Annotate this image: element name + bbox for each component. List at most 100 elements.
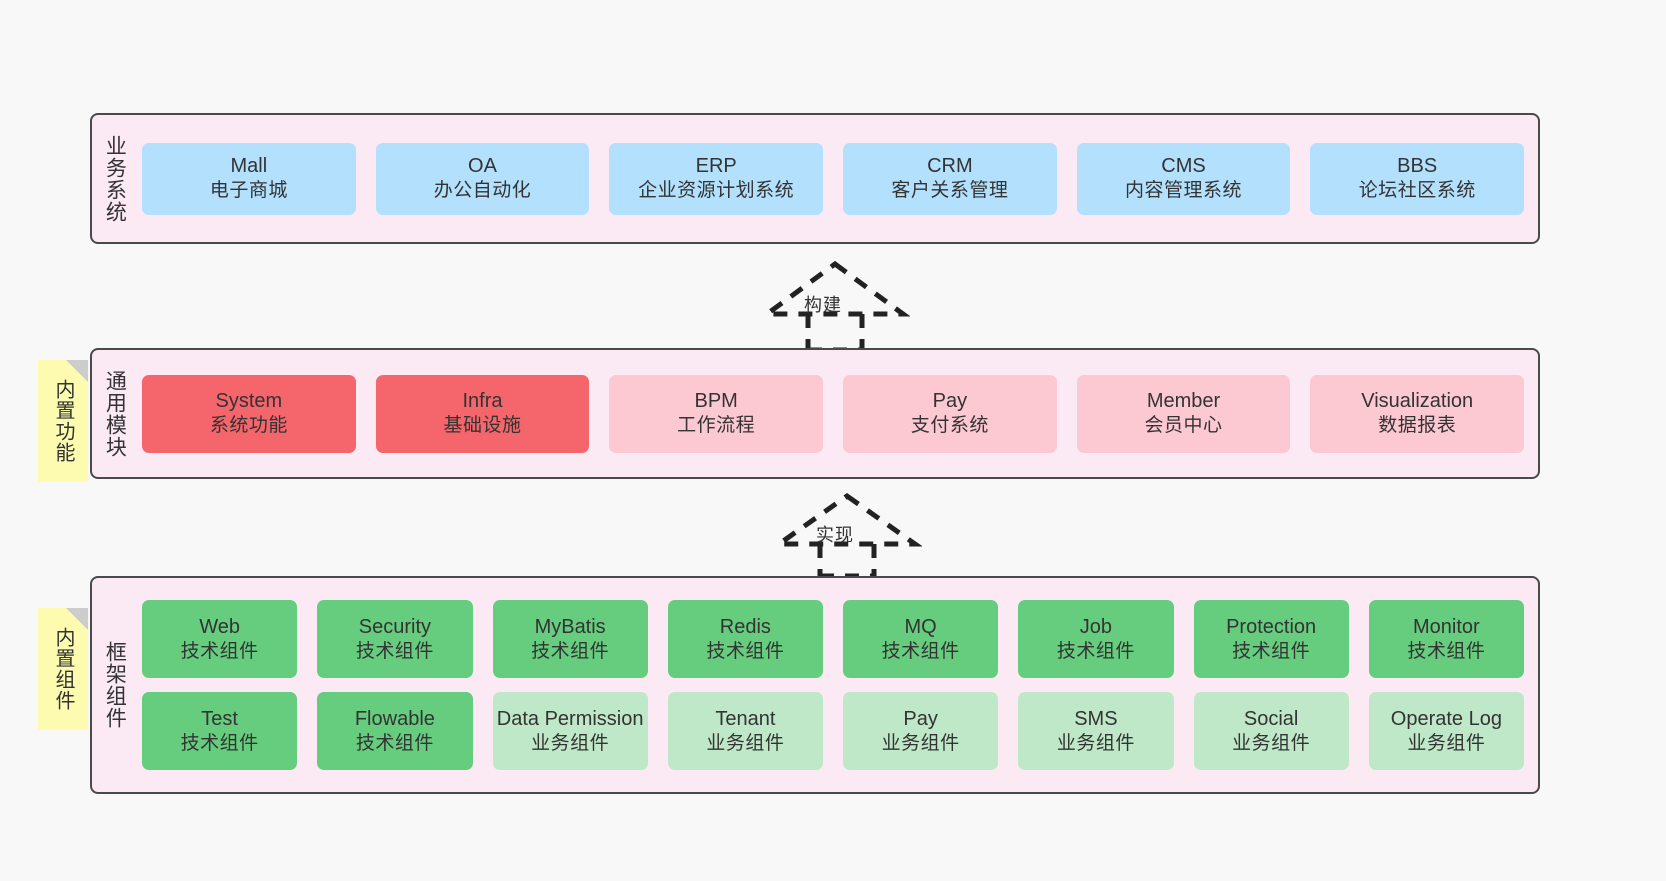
card-member[interactable]: Member 会员中心 bbox=[1076, 374, 1291, 453]
card-title: BBS bbox=[1397, 155, 1438, 178]
card-subtitle: 技术组件 bbox=[355, 640, 434, 662]
card-subtitle: 技术组件 bbox=[1232, 640, 1311, 662]
card-subtitle: 工作流程 bbox=[677, 415, 756, 437]
card-subtitle: 企业资源计划系统 bbox=[638, 180, 795, 202]
card-bpm[interactable]: BPM 工作流程 bbox=[609, 374, 824, 453]
card-web[interactable]: Web 技术组件 bbox=[142, 600, 298, 678]
card-subtitle: 数据报表 bbox=[1378, 415, 1457, 437]
card-oa[interactable]: OA 办公自动化 bbox=[375, 142, 590, 215]
card-title: Monitor bbox=[1413, 615, 1480, 638]
card-subtitle: 业务组件 bbox=[706, 732, 785, 754]
note-builtin-features: 内置功能 bbox=[38, 360, 88, 482]
note-fold-corner-icon bbox=[66, 608, 88, 630]
card-title: Visualization bbox=[1361, 390, 1474, 413]
layer-common-modules: 通用模块 System 系统功能 Infra 基础设施 BPM 工作流程 Pay… bbox=[90, 348, 1540, 479]
card-operate-log[interactable]: Operate Log 业务组件 bbox=[1368, 692, 1524, 770]
card-title: Mall bbox=[230, 155, 268, 178]
card-subtitle: 技术组件 bbox=[881, 640, 960, 662]
card-subtitle: 业务组件 bbox=[1056, 732, 1135, 754]
card-subtitle: 论坛社区系统 bbox=[1358, 180, 1476, 202]
card-title: Redis bbox=[719, 615, 771, 638]
card-title: Pay bbox=[903, 707, 938, 730]
card-mq[interactable]: MQ 技术组件 bbox=[843, 600, 999, 678]
card-bbs[interactable]: BBS 论坛社区系统 bbox=[1310, 142, 1525, 215]
card-subtitle: 电子商城 bbox=[209, 180, 288, 202]
card-title: Test bbox=[201, 707, 238, 730]
card-title: MQ bbox=[904, 615, 937, 638]
card-subtitle: 基础设施 bbox=[443, 415, 522, 437]
layer-title-common: 通用模块 bbox=[103, 369, 127, 458]
card-title: OA bbox=[468, 155, 497, 178]
card-cms[interactable]: CMS 内容管理系统 bbox=[1076, 142, 1291, 215]
card-subtitle: 技术组件 bbox=[355, 732, 434, 754]
card-visualization[interactable]: Visualization 数据报表 bbox=[1310, 374, 1525, 453]
note-label: 内置组件 bbox=[52, 627, 74, 711]
card-system[interactable]: System 系统功能 bbox=[142, 374, 356, 453]
connector-implement: 实现 bbox=[771, 490, 923, 579]
card-subtitle: 系统功能 bbox=[209, 415, 288, 437]
card-pay-component[interactable]: Pay 业务组件 bbox=[843, 692, 999, 770]
connector-build: 构建 bbox=[759, 258, 911, 353]
card-title: Job bbox=[1079, 615, 1112, 638]
card-row: Mall 电子商城 OA 办公自动化 ERP 企业资源计划系统 CRM 客户关系… bbox=[142, 142, 1525, 215]
connector-build-label: 构建 bbox=[804, 295, 842, 315]
card-pay[interactable]: Pay 支付系统 bbox=[843, 374, 1057, 453]
card-data-permission[interactable]: Data Permission 业务组件 bbox=[492, 692, 648, 770]
card-erp[interactable]: ERP 企业资源计划系统 bbox=[609, 142, 824, 215]
note-fold-corner-icon bbox=[66, 360, 88, 382]
card-title: Data Permission bbox=[496, 707, 644, 730]
card-title: Tenant bbox=[715, 707, 776, 730]
card-title: Pay bbox=[932, 390, 968, 413]
card-redis[interactable]: Redis 技术组件 bbox=[667, 600, 823, 678]
card-title: Protection bbox=[1226, 615, 1317, 638]
card-job[interactable]: Job 技术组件 bbox=[1018, 600, 1174, 678]
card-subtitle: 技术组件 bbox=[180, 640, 259, 662]
card-subtitle: 业务组件 bbox=[531, 732, 610, 754]
card-protection[interactable]: Protection 技术组件 bbox=[1193, 600, 1349, 678]
card-title: Infra bbox=[462, 390, 503, 413]
card-subtitle: 办公自动化 bbox=[433, 180, 532, 202]
layer-business-systems: 业务系统 Mall 电子商城 OA 办公自动化 ERP 企业资源计划系统 CRM… bbox=[90, 113, 1540, 244]
card-subtitle: 会员中心 bbox=[1144, 415, 1223, 437]
card-title: ERP bbox=[695, 155, 737, 178]
card-subtitle: 业务组件 bbox=[1232, 732, 1311, 754]
layer-body-framework: Web 技术组件 Security 技术组件 MyBatis 技术组件 Redi… bbox=[136, 578, 1538, 792]
card-subtitle: 技术组件 bbox=[1407, 640, 1486, 662]
card-title: Flowable bbox=[354, 707, 435, 730]
card-title: CMS bbox=[1161, 155, 1206, 178]
card-title: SMS bbox=[1074, 707, 1118, 730]
card-row: System 系统功能 Infra 基础设施 BPM 工作流程 Pay 支付系统… bbox=[142, 374, 1525, 453]
card-social[interactable]: Social 业务组件 bbox=[1193, 692, 1349, 770]
card-title: Member bbox=[1146, 390, 1221, 413]
card-title: Operate Log bbox=[1390, 707, 1502, 730]
connector-implement-icon bbox=[771, 492, 923, 579]
card-sms[interactable]: SMS 业务组件 bbox=[1018, 692, 1174, 770]
card-monitor[interactable]: Monitor 技术组件 bbox=[1368, 600, 1524, 678]
layer-framework-components: 框架组件 Web 技术组件 Security 技术组件 MyBatis 技术组件… bbox=[90, 576, 1540, 794]
card-crm[interactable]: CRM 客户关系管理 bbox=[843, 142, 1057, 215]
card-subtitle: 客户关系管理 bbox=[891, 180, 1009, 202]
card-row: Test 技术组件 Flowable 技术组件 Data Permission … bbox=[142, 692, 1524, 770]
card-title: Web bbox=[199, 615, 240, 638]
layer-title-framework: 框架组件 bbox=[103, 641, 127, 729]
card-flowable[interactable]: Flowable 技术组件 bbox=[317, 692, 473, 770]
card-subtitle: 技术组件 bbox=[531, 640, 610, 662]
card-title: CRM bbox=[927, 155, 973, 178]
note-label: 内置功能 bbox=[52, 379, 74, 463]
card-subtitle: 业务组件 bbox=[1407, 732, 1486, 754]
card-subtitle: 技术组件 bbox=[1056, 640, 1135, 662]
card-title: BPM bbox=[694, 390, 738, 413]
layer-title-business: 业务系统 bbox=[103, 134, 127, 223]
card-title: MyBatis bbox=[534, 615, 606, 638]
card-title: Social bbox=[1243, 707, 1299, 730]
card-subtitle: 内容管理系统 bbox=[1125, 180, 1243, 202]
card-subtitle: 技术组件 bbox=[706, 640, 785, 662]
card-security[interactable]: Security 技术组件 bbox=[317, 600, 473, 678]
layer-body-business: Mall 电子商城 OA 办公自动化 ERP 企业资源计划系统 CRM 客户关系… bbox=[136, 115, 1538, 242]
card-test[interactable]: Test 技术组件 bbox=[142, 692, 298, 770]
card-mall[interactable]: Mall 电子商城 bbox=[142, 142, 356, 215]
card-mybatis[interactable]: MyBatis 技术组件 bbox=[492, 600, 648, 678]
card-tenant[interactable]: Tenant 业务组件 bbox=[667, 692, 823, 770]
card-infra[interactable]: Infra 基础设施 bbox=[375, 374, 590, 453]
card-subtitle: 支付系统 bbox=[910, 415, 989, 437]
